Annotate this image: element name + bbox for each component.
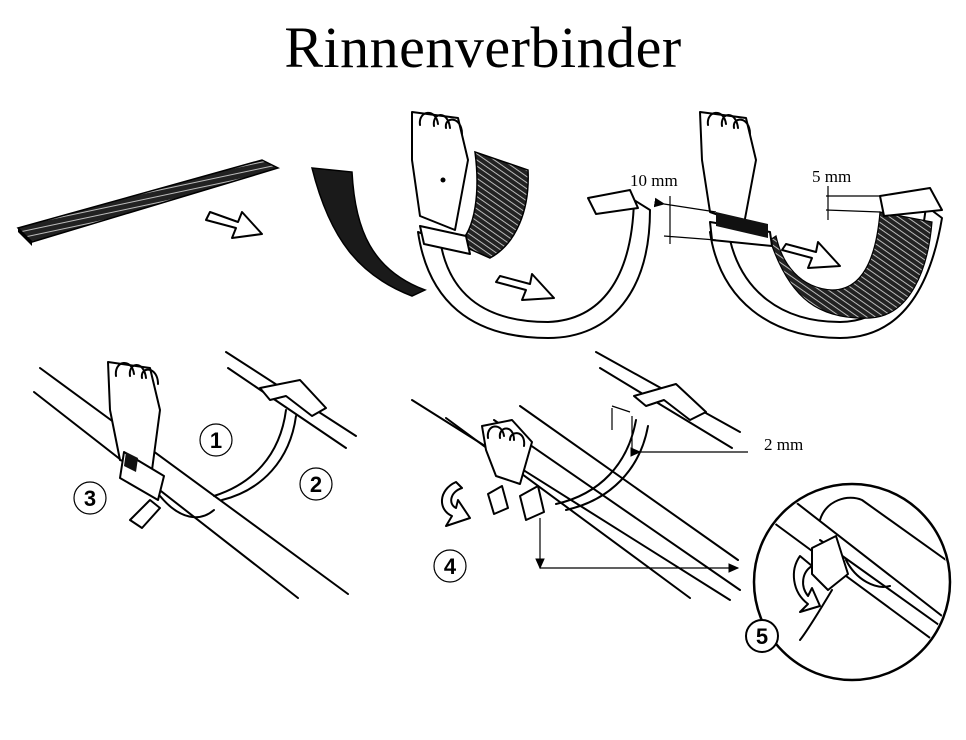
svg-text:5: 5 — [756, 624, 768, 649]
step-5: 5 — [745, 619, 779, 653]
gutter-edge-middle — [411, 351, 748, 601]
svg-text:1: 1 — [210, 428, 222, 453]
seal-strip — [16, 159, 281, 246]
gutter-connector-gap-view — [664, 111, 943, 339]
page-title: Rinnenverbinder — [284, 15, 682, 80]
step-3: 3 — [73, 481, 107, 515]
measurement-label-10mm: 10 mm — [630, 171, 678, 190]
direction-arrow-3 — [781, 241, 841, 269]
step-1: 1 — [199, 423, 233, 457]
svg-text:4: 4 — [444, 554, 457, 579]
svg-text:3: 3 — [84, 486, 96, 511]
gutter-connector-with-seal — [311, 111, 651, 339]
measurement-label-2mm: 2 mm — [764, 435, 803, 454]
detail-magnifier — [752, 482, 952, 682]
measurement-label-5mm: 5 mm — [812, 167, 851, 186]
direction-arrow-1 — [205, 211, 263, 239]
step-4: 4 — [433, 549, 467, 583]
gutter-edge-left — [33, 351, 357, 599]
svg-text:2: 2 — [310, 472, 322, 497]
direction-arrow-2 — [495, 273, 555, 301]
step-2: 2 — [299, 467, 333, 501]
